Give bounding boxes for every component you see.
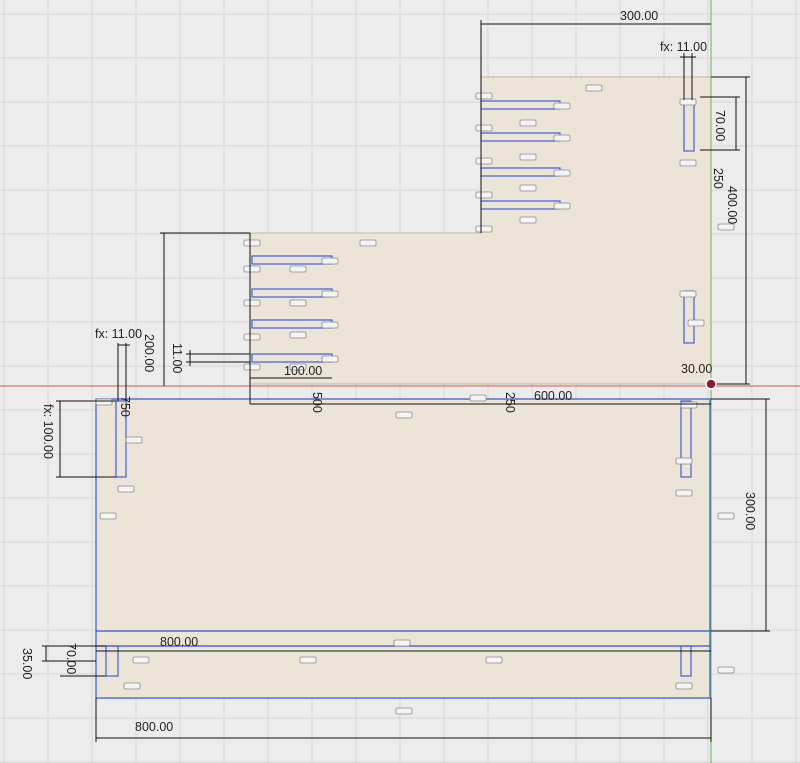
slot[interactable]	[680, 645, 692, 677]
constraint-glyph-icon[interactable]	[475, 92, 493, 100]
constraint-glyph-icon[interactable]	[243, 363, 261, 371]
constraint-glyph-icon[interactable]	[553, 169, 571, 177]
dim-bottom-70[interactable]: 70.00	[64, 643, 78, 674]
profile-fills	[95, 76, 712, 699]
constraint-glyph-icon[interactable]	[321, 290, 339, 298]
constraint-glyph-icon[interactable]	[99, 512, 117, 520]
origin-point-icon[interactable]	[705, 378, 717, 390]
constraint-glyph-icon[interactable]	[717, 666, 735, 674]
constraint-glyph-icon[interactable]	[95, 398, 113, 406]
dim-250[interactable]: 250	[503, 392, 517, 413]
constraint-glyph-icon[interactable]	[475, 157, 493, 165]
constraint-glyph-icon[interactable]	[393, 639, 411, 647]
dim-left-fx[interactable]: fx: 11.00	[95, 327, 142, 341]
constraint-glyph-icon[interactable]	[519, 216, 537, 224]
constraint-glyph-icon[interactable]	[117, 485, 135, 493]
constraint-glyph-icon[interactable]	[243, 299, 261, 307]
constraint-glyph-icon[interactable]	[519, 153, 537, 161]
constraint-glyph-icon[interactable]	[289, 265, 307, 273]
constraint-glyph-icon[interactable]	[321, 257, 339, 265]
dim-bottom-800[interactable]: 800.00	[135, 720, 173, 734]
constraint-glyph-icon[interactable]	[679, 159, 697, 167]
constraint-glyph-icon[interactable]	[675, 489, 693, 497]
constraint-glyph-icon[interactable]	[485, 656, 503, 664]
constraint-glyph-icon[interactable]	[553, 102, 571, 110]
constraint-glyph-icon[interactable]	[585, 84, 603, 92]
constraint-glyph-icon[interactable]	[469, 394, 487, 402]
dim-right-70[interactable]: 70.00	[713, 110, 727, 141]
constraint-glyph-icon[interactable]	[475, 191, 493, 199]
constraint-glyph-icon[interactable]	[519, 184, 537, 192]
dim-right-250[interactable]: 250	[711, 168, 725, 189]
constraint-glyph-icon[interactable]	[321, 355, 339, 363]
dim-left-100[interactable]: 100.00	[284, 364, 322, 378]
dimension-labels: 300.00 fx: 11.00 70.00 250 400.00 fx: 11…	[20, 9, 757, 734]
constraint-glyph-icon[interactable]	[475, 124, 493, 132]
dim-left-200[interactable]: 200.00	[142, 334, 156, 372]
dim-bottom-35[interactable]: 35.00	[20, 648, 34, 679]
constraint-glyph-icon[interactable]	[243, 333, 261, 341]
dim-500[interactable]: 500	[310, 392, 324, 413]
constraint-glyph-icon[interactable]	[475, 225, 493, 233]
constraint-glyph-icon[interactable]	[395, 411, 413, 419]
constraint-glyph-icon[interactable]	[675, 457, 693, 465]
constraint-glyphs	[95, 84, 735, 715]
dimension-lines	[42, 20, 770, 742]
dim-top-width[interactable]: 300.00	[620, 9, 658, 23]
dim-fx-100[interactable]: fx: 100.00	[41, 404, 55, 459]
constraint-glyph-icon[interactable]	[289, 331, 307, 339]
dim-600[interactable]: 600.00	[534, 389, 572, 403]
dim-bottom-800-inner[interactable]: 800.00	[160, 635, 198, 649]
constraint-glyph-icon[interactable]	[717, 223, 735, 231]
constraint-glyph-icon[interactable]	[125, 436, 143, 444]
constraint-glyph-icon[interactable]	[289, 363, 307, 371]
constraint-glyph-icon[interactable]	[519, 119, 537, 127]
slot[interactable]	[680, 400, 692, 478]
constraint-glyph-icon[interactable]	[243, 265, 261, 273]
constraint-glyph-icon[interactable]	[123, 682, 141, 690]
constraint-glyph-icon[interactable]	[553, 202, 571, 210]
constraint-glyph-icon[interactable]	[717, 512, 735, 520]
constraint-glyph-icon[interactable]	[395, 707, 413, 715]
constraint-glyph-icon[interactable]	[687, 319, 705, 327]
dim-750[interactable]: 750	[118, 396, 132, 417]
constraint-glyph-icon[interactable]	[679, 290, 697, 298]
dim-right-300[interactable]: 300.00	[743, 492, 757, 530]
constraint-glyph-icon[interactable]	[679, 98, 697, 106]
constraint-glyph-icon[interactable]	[132, 656, 150, 664]
slot[interactable]	[105, 645, 119, 677]
dim-left-11[interactable]: 11.00	[170, 343, 184, 373]
lower-profile[interactable]	[95, 398, 711, 699]
constraint-glyph-icon[interactable]	[289, 299, 307, 307]
constraint-glyph-icon[interactable]	[675, 682, 693, 690]
constraint-glyph-icon[interactable]	[680, 401, 698, 409]
constraint-glyph-icon[interactable]	[359, 239, 377, 247]
dim-30[interactable]: 30.00	[681, 362, 712, 376]
constraint-glyph-icon[interactable]	[243, 239, 261, 247]
constraint-glyph-icon[interactable]	[321, 321, 339, 329]
constraint-glyph-icon[interactable]	[299, 656, 317, 664]
dim-fx-top[interactable]: fx: 11.00	[660, 40, 707, 54]
constraint-glyph-icon[interactable]	[553, 134, 571, 142]
dim-right-400[interactable]: 400.00	[725, 186, 739, 224]
